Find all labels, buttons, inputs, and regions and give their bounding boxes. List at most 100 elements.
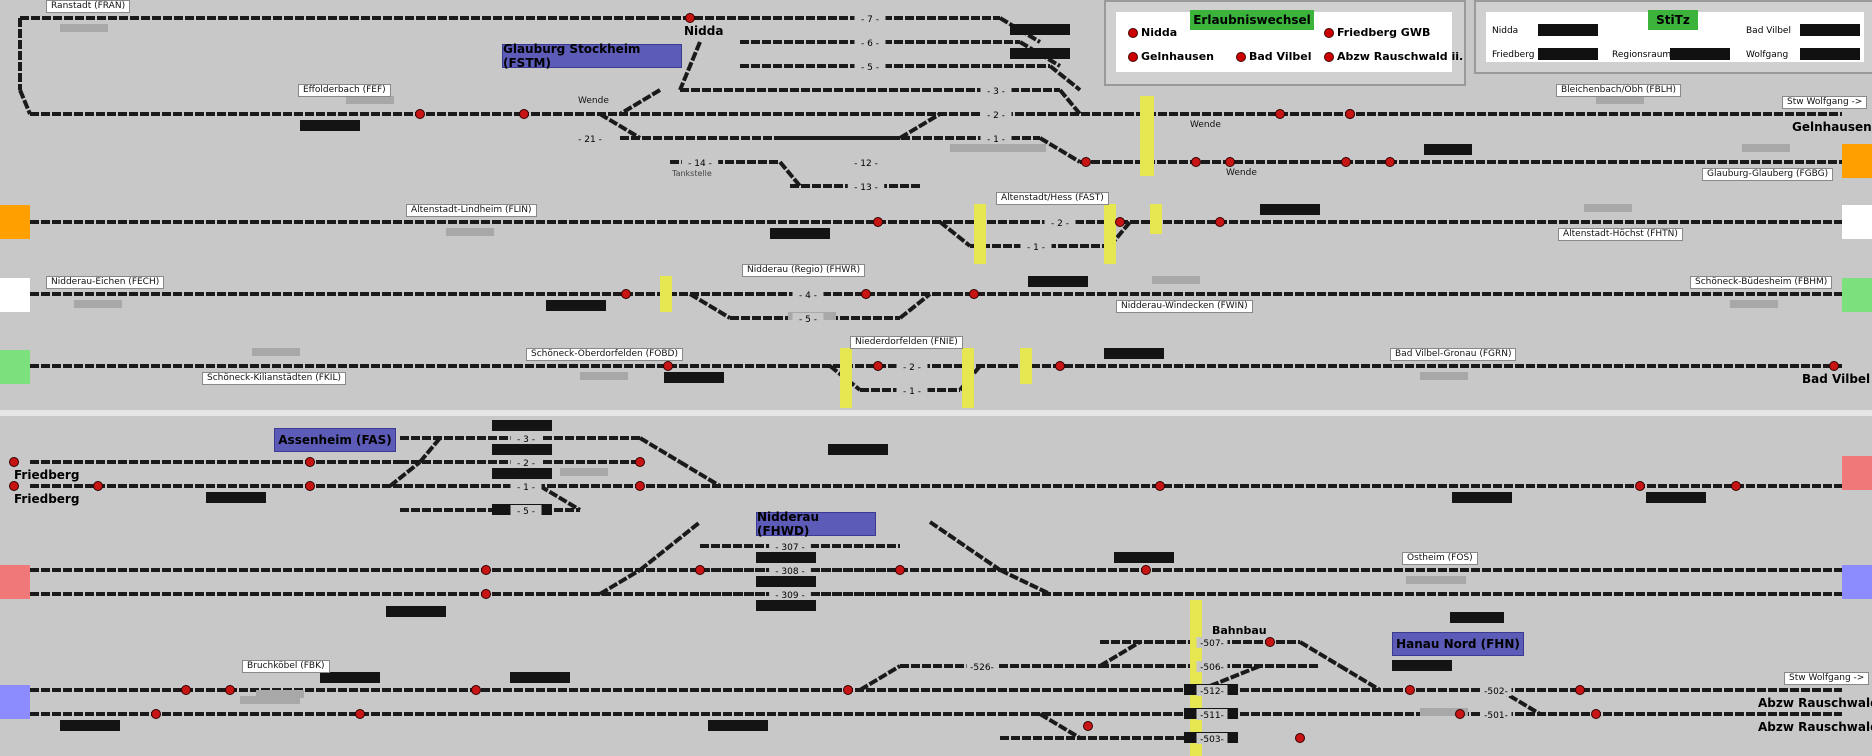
signal-icon[interactable] [1055, 361, 1065, 371]
train-number-display[interactable] [1010, 24, 1070, 35]
track-segment[interactable] [1058, 88, 1082, 116]
train-number-display[interactable] [386, 606, 446, 617]
train-number-display[interactable] [756, 552, 816, 563]
signal-icon[interactable] [695, 565, 705, 575]
signal-icon[interactable] [305, 481, 315, 491]
train-number-display[interactable] [492, 420, 552, 431]
signal-icon[interactable] [519, 109, 529, 119]
signal-icon[interactable] [1345, 109, 1355, 119]
signal-icon[interactable] [1295, 733, 1305, 743]
train-number-display[interactable] [546, 300, 606, 311]
track-segment[interactable] [18, 89, 32, 115]
track-segment[interactable] [678, 41, 702, 91]
train-number-display[interactable] [1104, 348, 1164, 359]
signal-icon[interactable] [9, 457, 19, 467]
signal-icon[interactable] [1215, 217, 1225, 227]
signal-icon[interactable] [181, 685, 191, 695]
signal-icon[interactable] [861, 289, 871, 299]
train-number-display[interactable] [1028, 276, 1088, 287]
train-number-display[interactable] [300, 120, 360, 131]
train-number-display[interactable] [1114, 552, 1174, 563]
permission-bad-vilbel[interactable]: Bad Vilbel [1236, 50, 1311, 63]
signal-icon[interactable] [621, 289, 631, 299]
permission-abzw-rauschwald[interactable]: Abzw Rauschwald ii. [1324, 50, 1463, 63]
signal-icon[interactable] [1731, 481, 1741, 491]
signal-icon[interactable] [355, 709, 365, 719]
train-number-display[interactable] [60, 720, 120, 731]
track-segment[interactable] [388, 460, 422, 488]
track-segment[interactable] [898, 292, 932, 320]
permission-friedberg-gwb[interactable]: Friedberg GWB [1324, 26, 1430, 39]
signal-icon[interactable] [93, 481, 103, 491]
track-segment[interactable] [928, 520, 1002, 572]
train-number-display[interactable] [664, 372, 724, 383]
signal-icon[interactable] [471, 685, 481, 695]
signal-icon[interactable] [969, 289, 979, 299]
signal-icon[interactable] [415, 109, 425, 119]
signal-icon[interactable] [1141, 565, 1151, 575]
train-number-display[interactable] [1424, 144, 1472, 155]
station-banner-fstm[interactable]: Glauburg Stockheim (FSTM) [502, 42, 682, 70]
track-segment[interactable] [598, 568, 642, 596]
signal-icon[interactable] [635, 481, 645, 491]
station-banner-fhn[interactable]: Hanau Nord (FHN) [1392, 632, 1524, 656]
signal-icon[interactable] [635, 457, 645, 467]
signal-icon[interactable] [895, 565, 905, 575]
signal-icon[interactable] [1635, 481, 1645, 491]
signal-icon[interactable] [1081, 157, 1091, 167]
edge-block-left-fast[interactable] [0, 205, 30, 239]
signal-icon[interactable] [1455, 709, 1465, 719]
edge-block-right-fhtn[interactable] [1842, 205, 1872, 239]
track-segment[interactable] [538, 484, 582, 512]
track-segment[interactable] [999, 568, 1051, 596]
train-number-display[interactable] [492, 468, 552, 479]
edge-block-left-fkil[interactable] [0, 350, 30, 384]
signal-icon[interactable] [1575, 685, 1585, 695]
signal-icon[interactable] [481, 565, 491, 575]
signal-icon[interactable] [1265, 637, 1275, 647]
edge-block-right-fbhm[interactable] [1842, 278, 1872, 312]
track-segment[interactable] [1298, 640, 1342, 668]
signal-icon[interactable] [9, 481, 19, 491]
signal-icon[interactable] [305, 457, 315, 467]
signal-icon[interactable] [1591, 709, 1601, 719]
track-segment[interactable] [678, 460, 722, 488]
track-segment[interactable] [1038, 136, 1082, 164]
signal-icon[interactable] [1405, 685, 1415, 695]
permission-nidda[interactable]: Nidda [1128, 26, 1177, 39]
train-number-display[interactable] [206, 492, 266, 503]
train-number-display[interactable] [1010, 48, 1070, 59]
station-banner-fas[interactable]: Assenheim (FAS) [274, 428, 396, 452]
signal-icon[interactable] [1385, 157, 1395, 167]
train-number-display[interactable] [1392, 660, 1452, 671]
train-number-display[interactable] [828, 444, 888, 455]
edge-block-left-friedberg[interactable] [0, 565, 30, 599]
track-segment[interactable] [1338, 664, 1382, 692]
track-segment[interactable] [1048, 64, 1082, 92]
train-number-display[interactable] [770, 228, 830, 239]
track-segment[interactable] [598, 112, 642, 140]
train-number-display[interactable] [1260, 204, 1320, 215]
station-banner-fhwd[interactable]: Nidderau (FHWD) [756, 510, 876, 538]
train-number-display[interactable] [492, 444, 552, 455]
train-number-display[interactable] [756, 600, 816, 611]
track-segment[interactable] [638, 436, 682, 464]
signal-icon[interactable] [481, 589, 491, 599]
signal-icon[interactable] [1829, 361, 1839, 371]
signal-icon[interactable] [1191, 157, 1201, 167]
train-number-display[interactable] [1450, 612, 1504, 623]
signal-icon[interactable] [663, 361, 673, 371]
edge-block-left-fech[interactable] [0, 278, 30, 312]
edge-block-right-fas[interactable] [1842, 456, 1872, 490]
train-number-display[interactable] [1646, 492, 1706, 503]
track-segment[interactable] [898, 112, 942, 140]
signal-icon[interactable] [685, 13, 695, 23]
track-segment[interactable] [858, 664, 902, 692]
track-segment[interactable] [778, 160, 802, 188]
train-number-display[interactable] [756, 576, 816, 587]
train-number-display[interactable] [510, 672, 570, 683]
signal-icon[interactable] [873, 217, 883, 227]
permission-gelnhausen[interactable]: Gelnhausen [1128, 50, 1214, 63]
track-segment[interactable] [638, 520, 702, 572]
edge-block-left-fbk[interactable] [0, 685, 30, 719]
